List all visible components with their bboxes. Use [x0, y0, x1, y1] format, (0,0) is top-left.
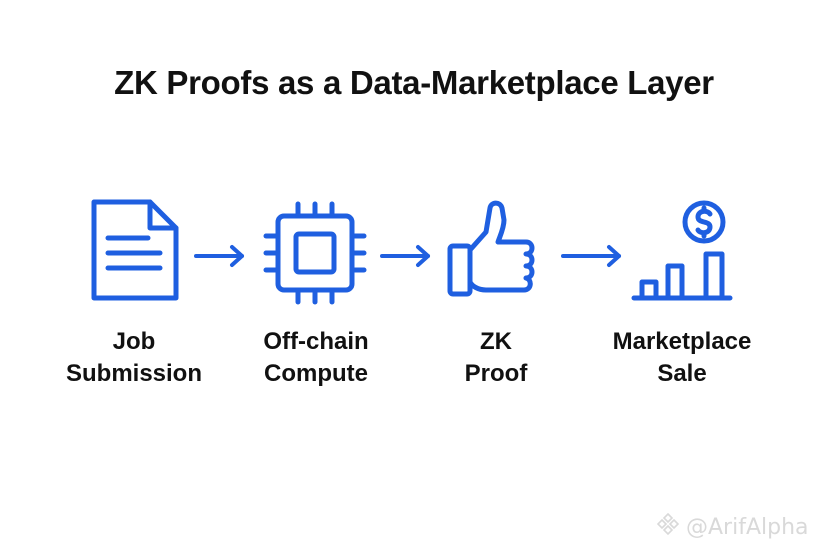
step-label-off-chain-compute: Off-chain Compute — [216, 326, 416, 390]
page-title: ZK Proofs as a Data-Marketplace Layer — [114, 64, 714, 101]
flow-arrow-2 — [379, 244, 433, 273]
step-label-line: Sale — [657, 360, 707, 387]
thumbs-up-icon — [446, 198, 542, 302]
step-label-line: ZK — [480, 328, 512, 355]
step-label-line: Job — [112, 328, 156, 355]
binance-logo-icon — [656, 512, 680, 542]
cpu-chip-icon — [262, 200, 368, 306]
watermark-text: @ArifAlpha — [686, 514, 809, 540]
step-label-zk-proof: ZK Proof — [396, 326, 596, 390]
step-label-marketplace-sale: Marketplace Sale — [582, 326, 782, 390]
document-icon — [90, 198, 180, 302]
step-label-line: Submission — [65, 360, 203, 387]
flow-arrow-3 — [560, 244, 624, 273]
flow-arrow-1 — [193, 244, 247, 273]
step-label-line: Marketplace — [612, 328, 752, 355]
step-label-line: Proof — [464, 360, 528, 387]
step-label-job-submission: Job Submission — [34, 326, 234, 390]
step-label-line: Off-chain — [263, 328, 369, 355]
watermark: @ArifAlpha — [656, 512, 809, 542]
step-label-line: Compute — [264, 360, 368, 387]
dollar-bar-chart-icon — [630, 198, 736, 304]
